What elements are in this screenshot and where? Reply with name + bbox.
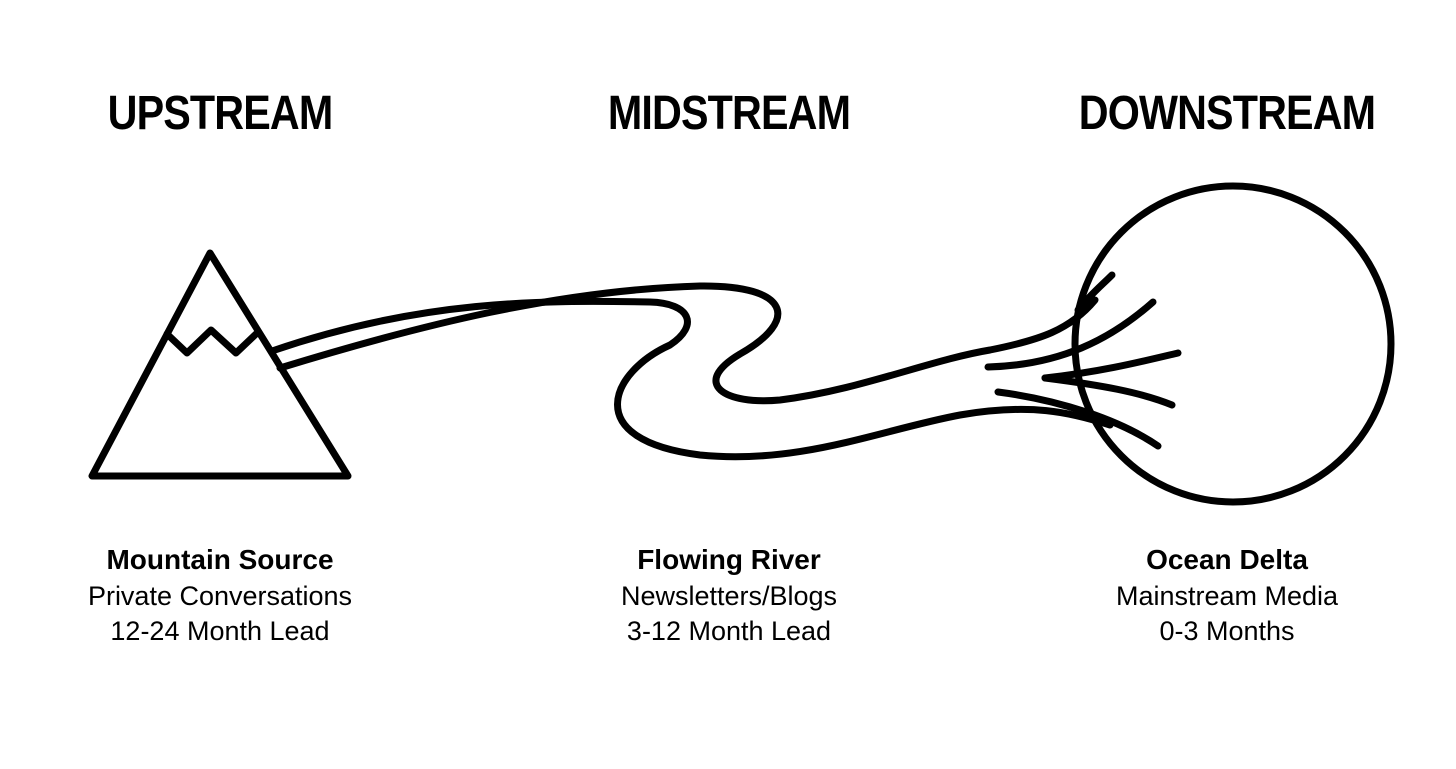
midstream-caption: Flowing River Newsletters/Blogs 3-12 Mon… (519, 541, 939, 649)
midstream-lead-time: 3-12 Month Lead (626, 616, 832, 646)
downstream-caption: Ocean Delta Mainstream Media 0-3 Months (1017, 541, 1437, 649)
upstream-heading: UPSTREAM (107, 87, 334, 140)
ocean-delta-icon (984, 182, 1395, 506)
downstream-channel: Mainstream Media (1115, 581, 1339, 611)
midstream-title: Flowing River (637, 544, 821, 575)
upstream-lead-time: 12-24 Month Lead (110, 616, 330, 646)
downstream-heading: DOWNSTREAM (1078, 87, 1376, 140)
midstream-channel: Newsletters/Blogs (620, 581, 838, 611)
mountain-icon (88, 249, 352, 480)
upstream-channel: Private Conversations (87, 581, 353, 611)
upstream-caption: Mountain Source Private Conversations 12… (10, 541, 430, 649)
downstream-lead-time: 0-3 Months (1159, 616, 1295, 646)
upstream-title: Mountain Source (106, 544, 334, 575)
midstream-heading: MIDSTREAM (607, 87, 851, 140)
downstream-title: Ocean Delta (1146, 544, 1308, 575)
river-icon (268, 282, 1114, 461)
